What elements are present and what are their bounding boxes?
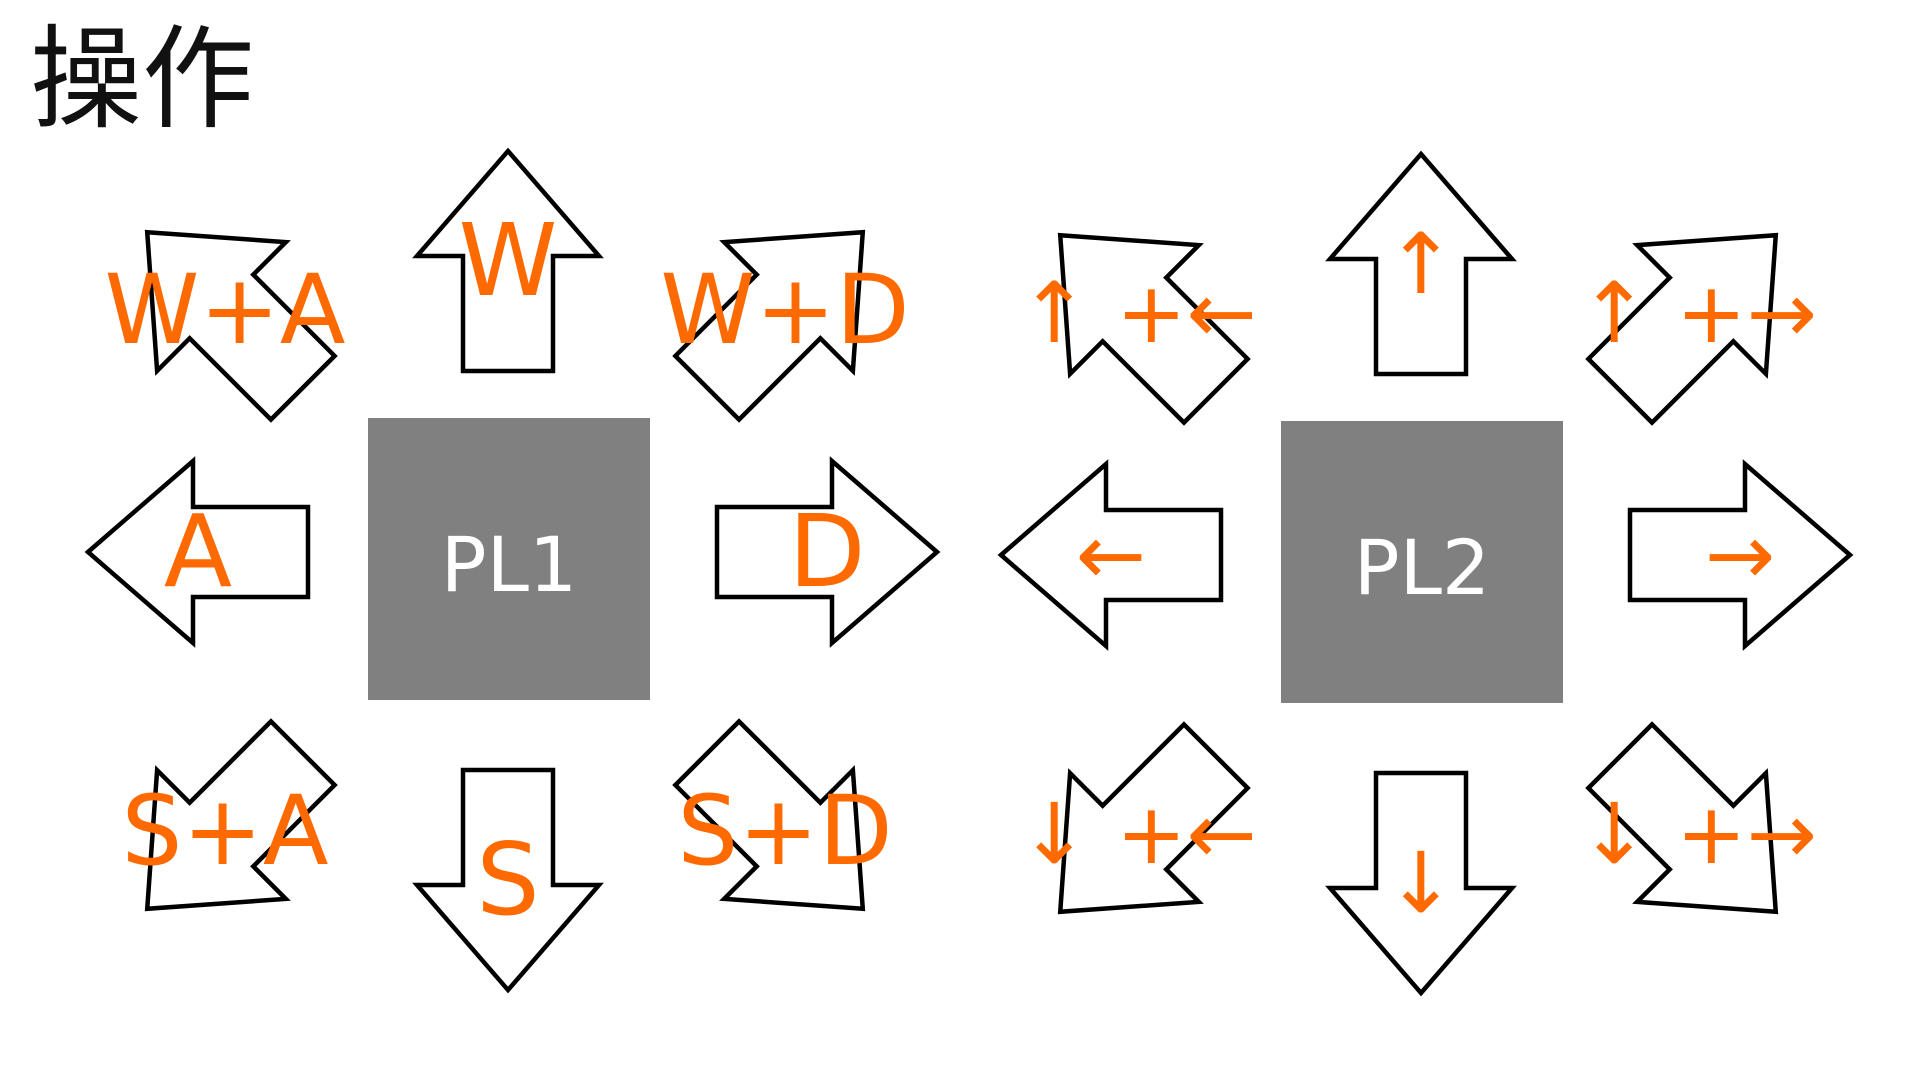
up-left-arrow-icon [1057, 232, 1251, 426]
down-left-arrow-icon [1057, 721, 1251, 915]
pl2-right-arrow: → [1625, 440, 1855, 670]
left-arrow-icon [84, 456, 311, 648]
pl2-down-left-arrow: ↓ +← [1019, 719, 1257, 949]
player-1-block: PL1 [368, 418, 650, 700]
player-2-label: PL2 [1353, 522, 1491, 612]
pl1-down-left-arrow: S+A [110, 716, 340, 946]
up-right-arrow-icon [672, 229, 866, 423]
right-arrow-icon [1627, 459, 1854, 651]
pl2-down-right-arrow: ↓ +→ [1579, 719, 1817, 949]
up-arrow-icon [412, 147, 604, 374]
pl1-right-arrow: D [712, 437, 942, 667]
down-left-arrow-icon [144, 718, 338, 912]
pl1-down-right-arrow: S+D [670, 716, 900, 946]
up-left-arrow-icon [144, 229, 338, 423]
pl1-up-right-arrow: W+D [660, 195, 910, 425]
down-right-arrow-icon [672, 718, 866, 912]
down-right-arrow-icon [1585, 721, 1779, 915]
pl2-up-arrow: ↑ [1306, 149, 1536, 379]
pl2-left-arrow: ← [996, 440, 1226, 670]
pl1-left-arrow: A [83, 437, 313, 667]
pl1-down-arrow: S [393, 765, 623, 995]
left-arrow-icon [997, 459, 1224, 651]
up-arrow-icon [1325, 150, 1517, 377]
up-right-arrow-icon [1585, 232, 1779, 426]
pl1-up-left-arrow: W+A [104, 195, 346, 425]
right-arrow-icon [714, 456, 941, 648]
down-arrow-icon [412, 767, 604, 994]
pl1-up-arrow: W [393, 146, 623, 376]
pl2-down-arrow: ↓ [1306, 768, 1536, 998]
pl2-up-left-arrow: ↑ +← [1019, 198, 1257, 428]
slide-title: 操作 [30, 15, 254, 145]
down-arrow-icon [1325, 770, 1517, 997]
player-2-block: PL2 [1281, 421, 1563, 703]
pl2-up-right-arrow: ↑ +→ [1579, 198, 1817, 428]
player-1-label: PL1 [440, 519, 578, 609]
